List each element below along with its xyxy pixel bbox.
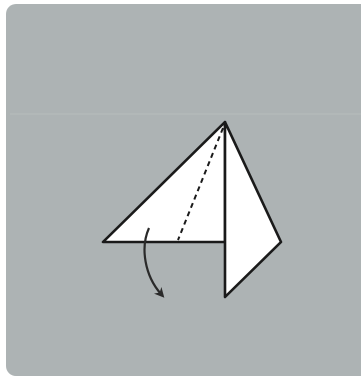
origami-diagram [0, 0, 361, 382]
diagram-canvas [0, 0, 361, 382]
